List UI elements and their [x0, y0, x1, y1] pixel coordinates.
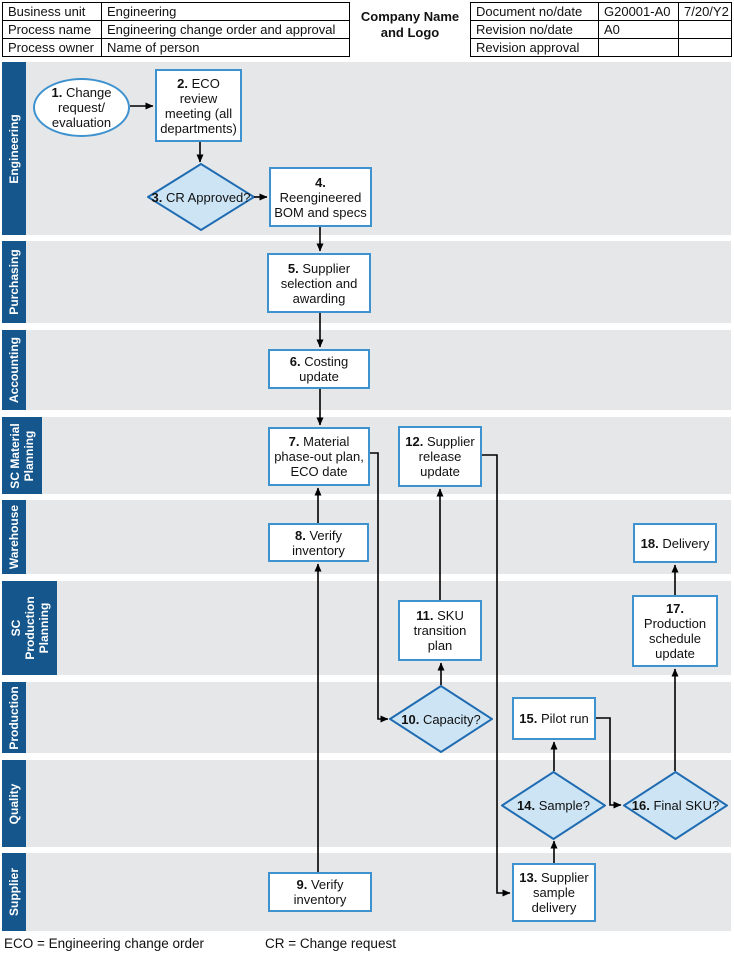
diamond-shape: [623, 771, 728, 840]
lane-accounting-label: Accounting: [7, 337, 21, 403]
node-10-label: Capacity?: [422, 711, 481, 727]
lane-sc-production-planning-label: SC Production Planning: [8, 596, 51, 660]
lane-quality: Quality: [2, 760, 731, 847]
lane-sc-production-planning: SC Production Planning: [2, 581, 731, 675]
lane-accounting-bar: Accounting: [2, 330, 26, 410]
node-17-production-schedule-update: 17. Production schedule update: [632, 595, 718, 667]
node-18-delivery: 18. Delivery: [633, 523, 717, 563]
lane-quality-bar: Quality: [2, 760, 26, 847]
node-14-number: 14.: [516, 798, 536, 813]
node-9-verify-inventory-supplier: 9. Verify inventory: [268, 872, 372, 912]
node-6-costing-update: 6. Costing update: [268, 349, 370, 389]
lane-supplier-label: Supplier: [7, 868, 21, 917]
business-unit-value: Engineering: [101, 2, 350, 21]
document-no-label: Document no/date: [470, 2, 599, 21]
node-1-change-request: 1. Change request/ evaluation: [33, 78, 130, 137]
node-5-label: Supplier selection and awarding: [280, 260, 358, 306]
node-11-number: 11.: [416, 608, 434, 623]
lane-purchasing-label: Purchasing: [7, 249, 21, 315]
lane-sc-material-planning-label: SC Material Planning: [8, 422, 36, 489]
node-6-label: Costing update: [299, 354, 349, 384]
document-date-value: 7/20/Y2: [678, 2, 732, 21]
node-4-number: 4.: [315, 174, 326, 190]
node-4-label: Reengineered BOM and specs: [274, 189, 367, 220]
node-17-number: 17.: [665, 601, 685, 616]
node-3-label: CR Approved?: [165, 189, 251, 205]
process-info-table: Business unit Engineering Process name E…: [2, 2, 350, 57]
node-14-label: Sample?: [538, 798, 590, 813]
lane-quality-label: Quality: [7, 783, 21, 824]
node-10-number: 10.: [401, 711, 420, 727]
node-8-verify-inventory: 8. Verify inventory: [268, 523, 369, 562]
lane-warehouse-bar: Warehouse: [2, 500, 26, 574]
lane-engineering-bar: Engineering: [2, 62, 26, 235]
node-7-material-phase-out: 7. Material phase-out plan, ECO date: [268, 427, 370, 486]
lane-sc-material-planning-bar: SC Material Planning: [2, 417, 42, 494]
lane-production: Production: [2, 682, 731, 753]
lane-engineering-label: Engineering: [7, 113, 21, 184]
node-11-sku-transition-plan: 11. SKU transition plan: [398, 600, 482, 661]
node-16-final-sku-decision: 16. Final SKU?: [623, 771, 728, 840]
node-10-capacity-decision: 10. Capacity?: [389, 685, 493, 753]
node-2-label: ECO review meeting (all departments): [160, 75, 237, 136]
company-name-logo: Company Name and Logo: [360, 9, 460, 40]
node-9-label: Verify inventory: [293, 877, 347, 907]
node-12-label: Supplier release update: [418, 434, 475, 479]
node-15-number: 15.: [519, 711, 538, 726]
node-13-supplier-sample-delivery: 13. Supplier sample delivery: [512, 863, 596, 922]
node-2-eco-review-meeting: 2. ECO review meeting (all departments): [155, 69, 242, 142]
lane-sc-production-planning-bar: SC Production Planning: [2, 581, 57, 675]
lane-production-label: Production: [7, 685, 21, 750]
node-17-label: Production schedule update: [643, 616, 707, 661]
node-11-label: SKU transition plan: [413, 608, 467, 653]
node-8-label: Verify inventory: [292, 527, 345, 558]
node-14-sample-decision: 14. Sample?: [501, 771, 606, 840]
node-15-label: Pilot run: [541, 711, 589, 726]
revision-no-value: A0: [598, 20, 679, 39]
node-12-supplier-release-update: 12. Supplier release update: [398, 426, 482, 487]
lane-production-bar: Production: [2, 682, 26, 753]
revision-approval-label: Revision approval: [470, 38, 599, 57]
node-7-number: 7.: [288, 434, 300, 449]
revision-no-label: Revision no/date: [470, 20, 599, 39]
document-info-table: Document no/date G20001-A0 7/20/Y2 Revis…: [470, 2, 732, 57]
document-no-value: G20001-A0: [598, 2, 679, 21]
lane-warehouse-label: Warehouse: [7, 504, 21, 570]
business-unit-label: Business unit: [2, 2, 102, 21]
node-3-cr-approved-decision: 3. CR Approved?: [147, 163, 255, 231]
node-5-supplier-selection: 5. Supplier selection and awarding: [267, 253, 371, 313]
node-12-number: 12.: [405, 434, 424, 449]
process-owner-value: Name of person: [101, 38, 350, 57]
node-9-number: 9.: [296, 877, 308, 892]
node-5-number: 5.: [287, 260, 299, 276]
lane-purchasing-bar: Purchasing: [2, 241, 26, 323]
node-16-number: 16.: [631, 798, 650, 813]
node-1-number: 1.: [51, 85, 63, 100]
node-1-label: Change request/ evaluation: [51, 85, 112, 130]
node-4-reengineered-bom: 4. Reengineered BOM and specs: [269, 167, 372, 227]
node-2-number: 2.: [177, 75, 189, 91]
process-name-value: Engineering change order and approval: [101, 20, 350, 39]
node-6-number: 6.: [289, 354, 301, 369]
lane-supplier-bar: Supplier: [2, 853, 26, 931]
legend-eco: ECO = Engineering change order: [4, 936, 205, 951]
node-7-label: Material phase-out plan, ECO date: [274, 434, 364, 479]
node-13-number: 13.: [519, 870, 538, 885]
revision-approval-date-value: [678, 38, 732, 57]
process-name-label: Process name: [2, 20, 102, 39]
node-18-number: 18.: [640, 535, 659, 551]
node-8-number: 8.: [295, 527, 306, 543]
node-13-label: Supplier sample delivery: [531, 870, 589, 915]
node-18-label: Delivery: [662, 535, 710, 551]
node-3-number: 3.: [151, 189, 163, 205]
node-15-pilot-run: 15. Pilot run: [512, 697, 596, 740]
node-16-label: Final SKU?: [653, 798, 720, 813]
revision-approval-value: [598, 38, 679, 57]
revision-date-value: [678, 20, 732, 39]
process-owner-label: Process owner: [2, 38, 102, 57]
legend-cr: CR = Change request: [265, 936, 396, 951]
